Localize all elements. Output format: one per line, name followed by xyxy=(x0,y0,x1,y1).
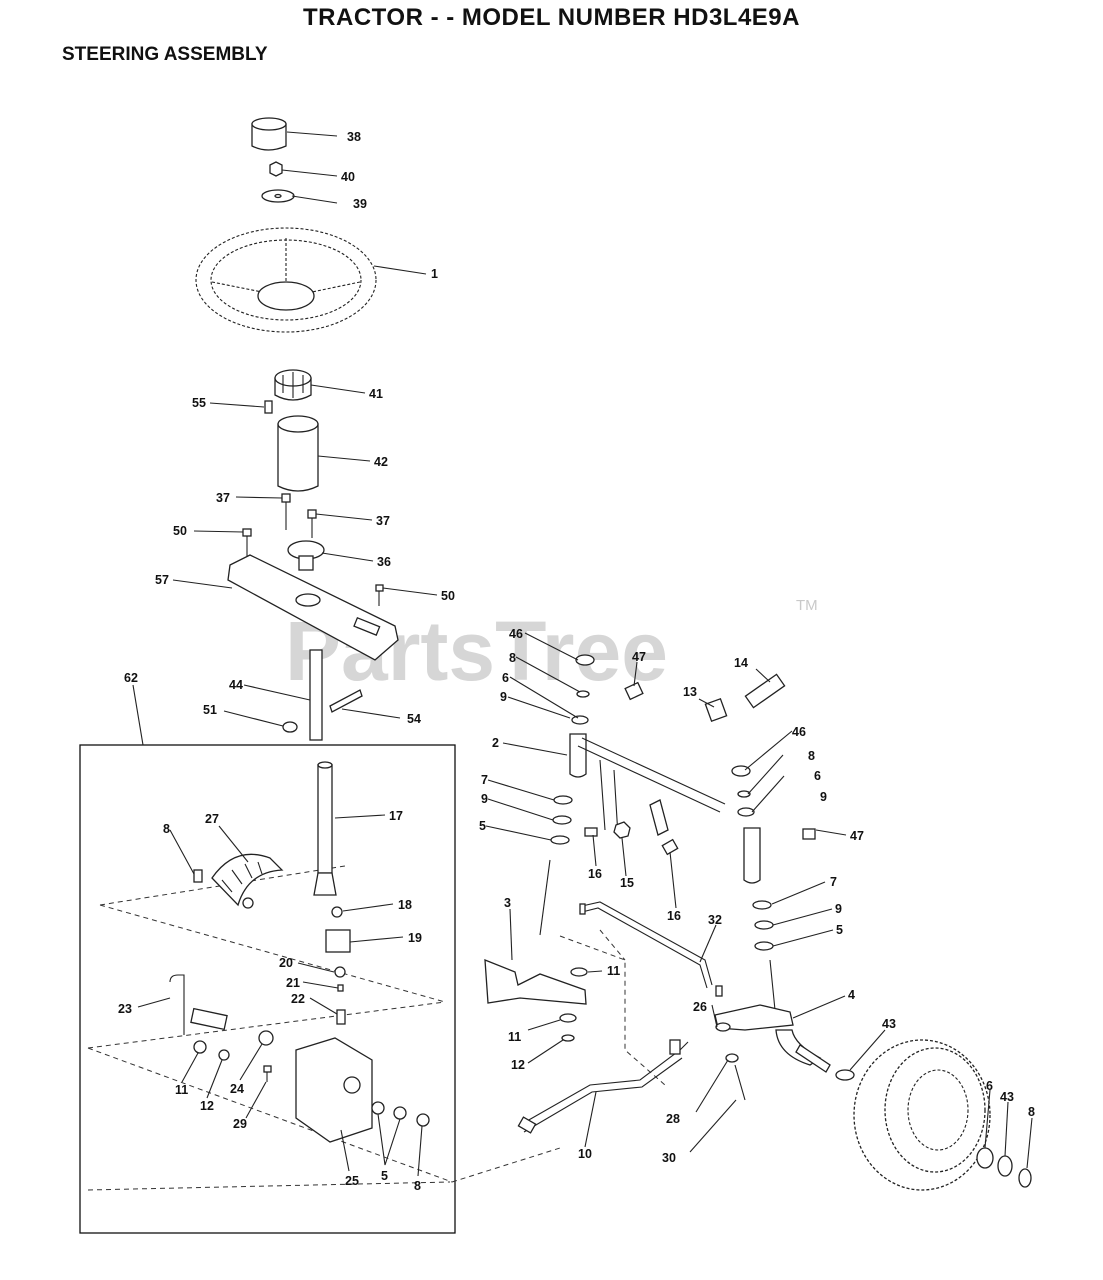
callout-55: 55 xyxy=(192,396,206,410)
callout-54: 54 xyxy=(407,712,421,726)
callout-16-left: 16 xyxy=(588,867,602,881)
watermark-trademark: TM xyxy=(796,597,818,614)
callout-5-inset: 5 xyxy=(381,1169,388,1183)
steering-bushing xyxy=(277,415,319,492)
callout-50-right: 50 xyxy=(441,589,455,603)
callout-38: 38 xyxy=(347,130,361,144)
callout-13: 13 xyxy=(683,685,697,699)
callout-24: 24 xyxy=(230,1082,244,1096)
callout-30: 30 xyxy=(662,1151,676,1165)
callout-43-wheel-right: 43 xyxy=(1000,1090,1014,1104)
callout-8-right: 8 xyxy=(808,749,815,763)
steering-cap xyxy=(251,117,287,151)
callout-8-inset-top: 8 xyxy=(163,822,170,836)
callout-9-left-bottom: 9 xyxy=(481,792,488,806)
callout-8-left: 8 xyxy=(509,651,516,665)
front-wheel xyxy=(835,1039,1032,1191)
callout-8-inset-bottom: 8 xyxy=(414,1179,421,1193)
pinion-shaft xyxy=(169,974,274,1082)
callout-51: 51 xyxy=(203,703,217,717)
axle-bolts xyxy=(584,673,786,856)
callout-37-left: 37 xyxy=(216,491,230,505)
steering-adapter xyxy=(274,369,312,401)
callout-44: 44 xyxy=(229,678,243,692)
callout-7-right: 7 xyxy=(830,875,837,889)
callout-5-left: 5 xyxy=(479,819,486,833)
callout-15: 15 xyxy=(620,876,634,890)
callout-6-right: 6 xyxy=(814,769,821,783)
callout-8-wheel: 8 xyxy=(1028,1105,1035,1119)
sector-gear xyxy=(211,853,284,909)
callout-20: 20 xyxy=(279,956,293,970)
callout-37-right: 37 xyxy=(376,514,390,528)
callout-23: 23 xyxy=(118,1002,132,1016)
callout-27: 27 xyxy=(205,812,219,826)
steering-nut xyxy=(269,161,283,177)
callout-47-left: 47 xyxy=(632,650,646,664)
callout-9-right-top: 9 xyxy=(820,790,827,804)
dash-panel xyxy=(227,554,399,661)
callout-41: 41 xyxy=(369,387,383,401)
callout-28: 28 xyxy=(666,1112,680,1126)
callout-9-left-top: 9 xyxy=(500,690,507,704)
callout-11-lower: 11 xyxy=(508,1030,521,1044)
axle-bar xyxy=(577,737,726,837)
callout-7-left: 7 xyxy=(481,773,488,787)
callout-21: 21 xyxy=(286,976,300,990)
steering-washer xyxy=(261,189,295,203)
callout-50-top: 50 xyxy=(173,524,187,538)
callout-14: 14 xyxy=(734,656,748,670)
callout-5-right: 5 xyxy=(836,923,843,937)
callout-12-lower: 12 xyxy=(511,1058,525,1072)
callout-43-wheel-left: 43 xyxy=(882,1017,896,1031)
gear-housing-parts xyxy=(325,906,351,1025)
callout-18: 18 xyxy=(398,898,412,912)
callout-2: 2 xyxy=(492,736,499,750)
page-title: TRACTOR - - MODEL NUMBER HD3L4E9A xyxy=(303,4,800,31)
column-support xyxy=(287,540,325,571)
callout-47-right: 47 xyxy=(850,829,864,843)
steering-shaft-lower xyxy=(313,761,337,896)
callout-6-wheel: 6 xyxy=(986,1079,993,1093)
callout-46-right: 46 xyxy=(792,725,806,739)
tie-rod xyxy=(517,929,689,1134)
callout-46-left: 46 xyxy=(509,627,523,641)
callout-16-right: 16 xyxy=(667,909,681,923)
column-bolts xyxy=(281,493,317,538)
callout-labels: 38 40 39 1 41 55 42 37 37 50 36 57 50 62… xyxy=(118,130,1035,1193)
callout-32: 32 xyxy=(708,913,722,927)
drag-link xyxy=(559,901,746,1101)
callout-62: 62 xyxy=(124,671,138,685)
callout-11-center: 11 xyxy=(607,964,620,978)
callout-17: 17 xyxy=(389,809,403,823)
callout-4: 4 xyxy=(848,988,855,1002)
callout-42: 42 xyxy=(374,455,388,469)
callout-12-inset: 12 xyxy=(200,1099,214,1113)
spindle-right xyxy=(714,765,831,1073)
callout-9-right-bottom: 9 xyxy=(835,902,842,916)
inset-gear-box xyxy=(79,744,561,1234)
callout-3: 3 xyxy=(504,896,511,910)
callout-29: 29 xyxy=(233,1117,247,1131)
bolt-8-inset xyxy=(193,869,203,883)
steering-wheel xyxy=(195,227,377,333)
callout-39: 39 xyxy=(353,197,367,211)
callout-36: 36 xyxy=(377,555,391,569)
leader-lines xyxy=(132,131,1033,1177)
gear-bracket xyxy=(295,1037,430,1143)
callout-10: 10 xyxy=(578,1147,592,1161)
callout-11-inset: 11 xyxy=(175,1083,188,1097)
callout-57: 57 xyxy=(155,573,169,587)
callout-40: 40 xyxy=(341,170,355,184)
callout-19: 19 xyxy=(408,931,422,945)
callout-6-left: 6 xyxy=(502,671,509,685)
callout-1: 1 xyxy=(431,267,438,281)
roll-pin xyxy=(264,400,273,414)
steering-shaft-upper xyxy=(282,649,363,741)
callout-26: 26 xyxy=(693,1000,707,1014)
callout-25: 25 xyxy=(345,1174,359,1188)
callout-22: 22 xyxy=(291,992,305,1006)
section-title: STEERING ASSEMBLY xyxy=(62,44,268,65)
